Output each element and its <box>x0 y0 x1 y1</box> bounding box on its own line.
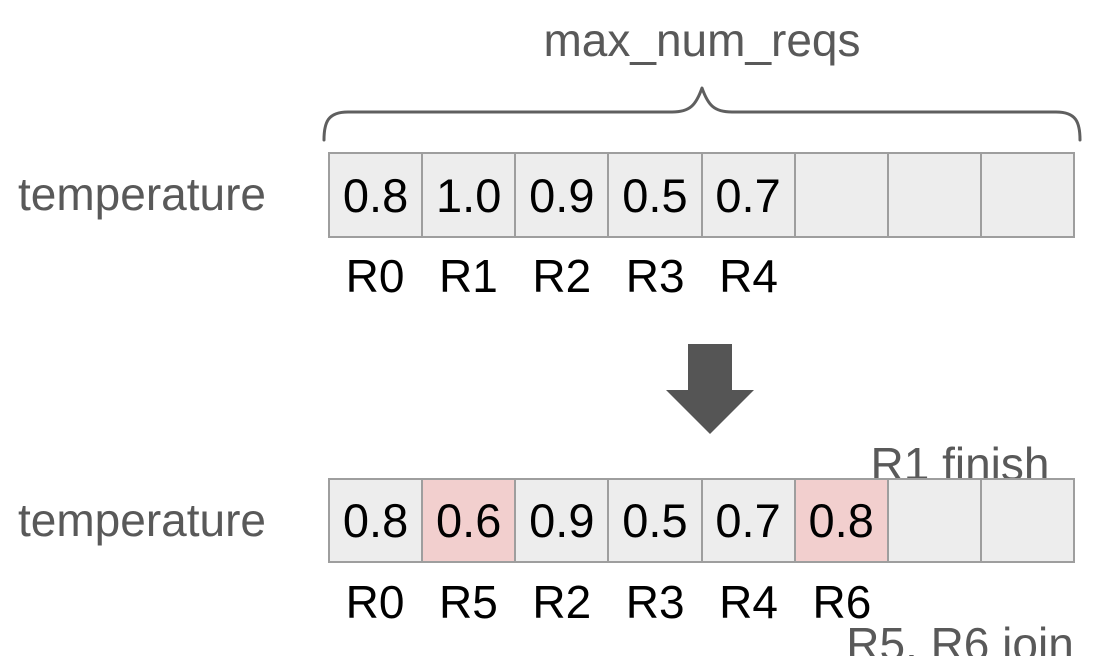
temperature-cell-after-3: 0.5 <box>609 480 703 561</box>
temperature-cell-after-4: 0.7 <box>702 480 796 561</box>
request-id-row-after: R0 R5 R2 R3 R4 R6 <box>328 576 1075 628</box>
request-id-label-after-R4: R4 <box>719 576 778 628</box>
transition-annotation: R1 finish R5, R6 join <box>810 314 1110 656</box>
temperature-cell-before-5 <box>795 154 889 236</box>
temperature-cell-after-2: 0.9 <box>516 480 610 561</box>
temperature-row-label-after: temperature <box>18 494 267 546</box>
temperature-cell-before-2: 0.9 <box>516 154 610 236</box>
request-id-label-after-R6: R6 <box>812 576 872 628</box>
temperature-cell-before-1: 1.0 <box>423 154 517 236</box>
temperature-cell-before-6 <box>888 154 982 236</box>
temperature-row-label-before: temperature <box>18 168 267 220</box>
request-id-label-after-R5: R5 <box>438 576 498 628</box>
request-id-label-before-R1: R1 <box>438 250 498 302</box>
curly-brace-icon <box>322 86 1082 142</box>
temperature-cell-before-7 <box>981 154 1073 236</box>
request-id-label-after-R2: R2 <box>532 576 592 628</box>
temperature-cell-after-0: 0.8 <box>330 480 424 561</box>
request-id-label-after-R0: R0 <box>345 576 405 628</box>
temperature-cell-before-3: 0.5 <box>609 154 703 236</box>
temperature-cell-after-6 <box>888 480 982 561</box>
down-arrow-shape <box>666 344 754 434</box>
temperature-cell-after-1: 0.6 <box>423 480 517 561</box>
transition-line-2: R5, R6 join <box>846 618 1074 656</box>
down-arrow-icon <box>666 344 754 434</box>
temperature-cell-before-0: 0.8 <box>330 154 424 236</box>
curly-brace-path <box>322 86 1082 142</box>
temperature-cell-before-4: 0.7 <box>702 154 796 236</box>
temperature-cell-after-7 <box>981 480 1073 561</box>
temperature-cell-after-5: 0.8 <box>795 480 889 561</box>
request-id-label-before-R0: R0 <box>345 250 405 302</box>
request-id-label-before-R4: R4 <box>719 250 778 302</box>
request-id-label-after-R3: R3 <box>625 576 685 628</box>
request-id-label-before-R2: R2 <box>532 250 592 302</box>
request-id-row-before: R0 R1 R2 R3 R4 <box>328 250 1075 302</box>
request-id-label-before-R3: R3 <box>625 250 685 302</box>
max-num-reqs-label: max_num_reqs <box>543 14 861 66</box>
